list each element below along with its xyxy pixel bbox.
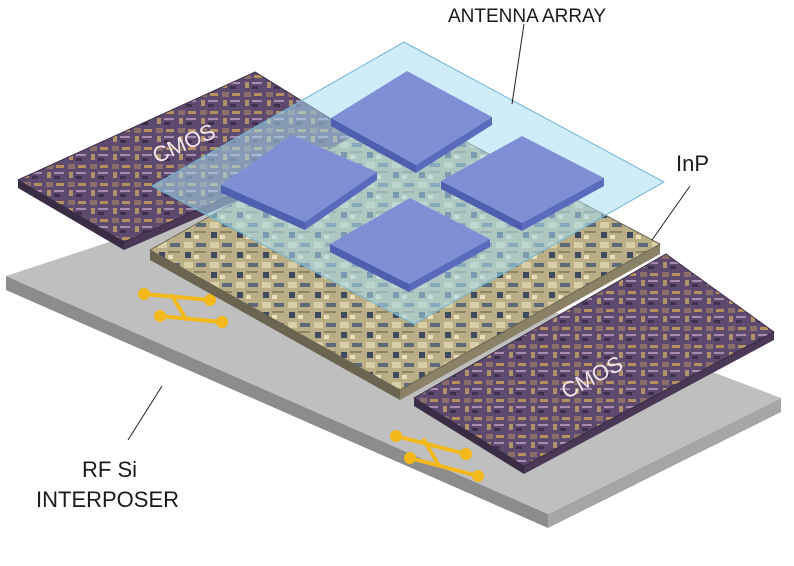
- rf-pad: [460, 448, 472, 460]
- cmos-right-top: [413, 253, 775, 467]
- rf-trace-right-2: [408, 456, 480, 478]
- cmos-right-edge: [414, 398, 524, 474]
- antenna-patch-bottom: [330, 198, 490, 292]
- cmos-die-right: CMOS: [413, 253, 775, 474]
- antenna-glass: [150, 41, 666, 325]
- rf-pad: [390, 430, 402, 442]
- rf-pad: [404, 452, 416, 464]
- inp-label: InP: [676, 151, 709, 176]
- patch-front: [305, 172, 377, 230]
- rf-trace-left-2: [158, 314, 224, 324]
- antenna-patch-top: [331, 71, 492, 173]
- cmos-left-edge: [18, 180, 124, 250]
- rf-trace-right-1: [394, 434, 468, 456]
- cmos-right-edge-front: [524, 332, 774, 474]
- patch-side: [330, 244, 409, 292]
- antenna-array-leader: [511, 23, 525, 105]
- rf-trace-left-1: [142, 292, 212, 302]
- patch-face: [331, 71, 492, 165]
- patch-side: [221, 185, 305, 230]
- rf-pad: [472, 470, 484, 482]
- interposer-label-line1: RF Si: [82, 457, 137, 482]
- rf-transmission-line-icon: [138, 288, 484, 482]
- interposer-label-line2: INTERPOSER: [36, 487, 179, 512]
- interposer-front: [548, 398, 781, 528]
- antenna-patch-left: [221, 135, 377, 230]
- patch-front: [416, 117, 492, 173]
- rf-pad: [204, 294, 216, 306]
- inp-front: [400, 244, 660, 400]
- interposer-leader: [127, 385, 163, 441]
- patch-side: [441, 181, 522, 231]
- antenna-array-label: ANTENNA ARRAY: [448, 6, 606, 27]
- rf-trace-left-link: [170, 294, 188, 321]
- rf-trace-right-link: [422, 438, 440, 466]
- rf-pad: [216, 316, 228, 328]
- patch-face: [221, 135, 377, 222]
- antenna-patch-right: [441, 136, 604, 231]
- antenna-array: [150, 41, 666, 325]
- patch-front: [409, 239, 490, 292]
- patch-face: [330, 198, 490, 284]
- patch-front: [522, 178, 604, 231]
- patch-side: [331, 118, 416, 173]
- rf-pad: [154, 310, 166, 322]
- inp-leader: [651, 185, 691, 241]
- patch-face: [441, 136, 604, 223]
- interposer-side: [6, 276, 548, 528]
- inp-side: [150, 250, 400, 400]
- rf-pad: [138, 288, 150, 300]
